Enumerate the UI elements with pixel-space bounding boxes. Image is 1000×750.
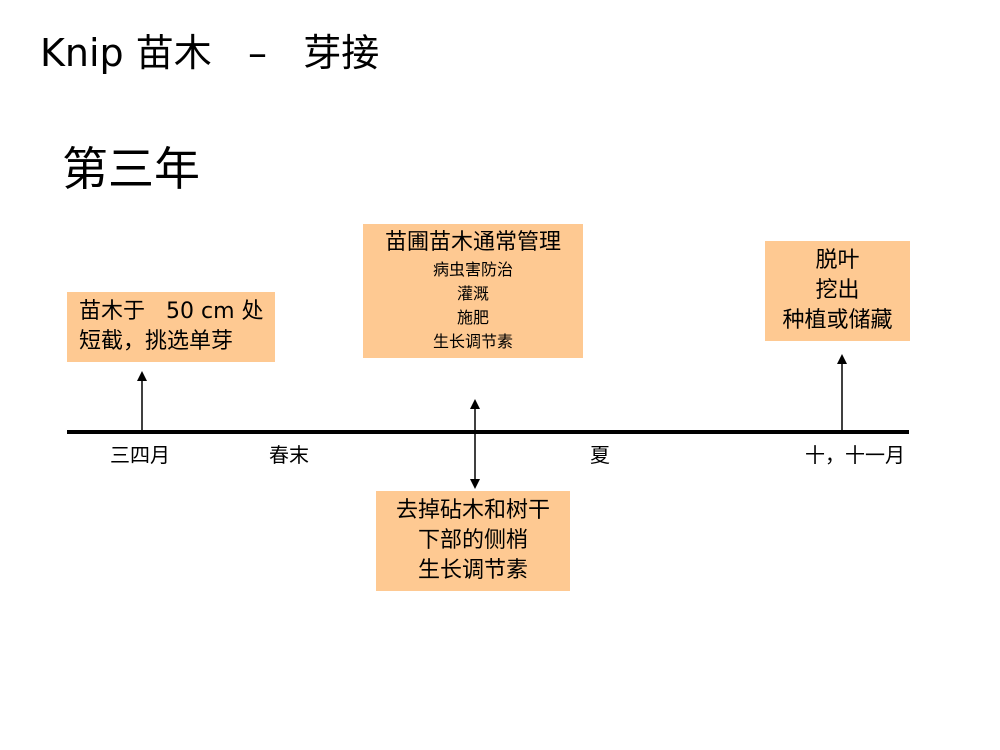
box-nursery-item: 生长调节素 — [432, 332, 513, 351]
box-nursery-management: 苗圃苗木通常管理 病虫害防治 灌溉 施肥 生长调节素 — [363, 224, 583, 358]
timeline-label-summer: 夏 — [590, 443, 610, 467]
box-autumn-line-1: 脱叶 — [815, 248, 860, 273]
box-spring-line-1: 苗木于 50 cm 处 — [79, 299, 264, 324]
box-remove-line-3: 生长调节素 — [417, 558, 528, 583]
box-nursery-item: 病虫害防治 — [432, 260, 513, 279]
box-remove-line-1: 去掉砧木和树干 — [395, 498, 550, 523]
box-nursery-item: 施肥 — [456, 308, 489, 327]
box-autumn-lifting: 脱叶 挖出 种植或储藏 — [765, 241, 910, 341]
box-remove-line-2: 下部的侧梢 — [417, 528, 528, 553]
timeline-label-oct-nov: 十，十一月 — [805, 443, 905, 467]
box-spring-line-2: 短截，挑选单芽 — [79, 329, 234, 354]
slide-title: Knip 苗木 – 芽接 — [40, 31, 380, 75]
box-autumn-line-3: 种植或储藏 — [782, 308, 893, 333]
box-nursery-heading: 苗圃苗木通常管理 — [384, 230, 561, 255]
timeline-label-late-spring: 春末 — [269, 443, 309, 467]
box-nursery-item: 灌溉 — [456, 284, 489, 303]
timeline-label-march-april: 三四月 — [110, 443, 170, 467]
box-autumn-line-2: 挖出 — [815, 278, 860, 303]
year-heading: 第三年 — [62, 142, 200, 196]
box-remove-shoots: 去掉砧木和树干 下部的侧梢 生长调节素 — [376, 491, 570, 591]
box-spring-cutback: 苗木于 50 cm 处 短截，挑选单芽 — [67, 292, 275, 362]
